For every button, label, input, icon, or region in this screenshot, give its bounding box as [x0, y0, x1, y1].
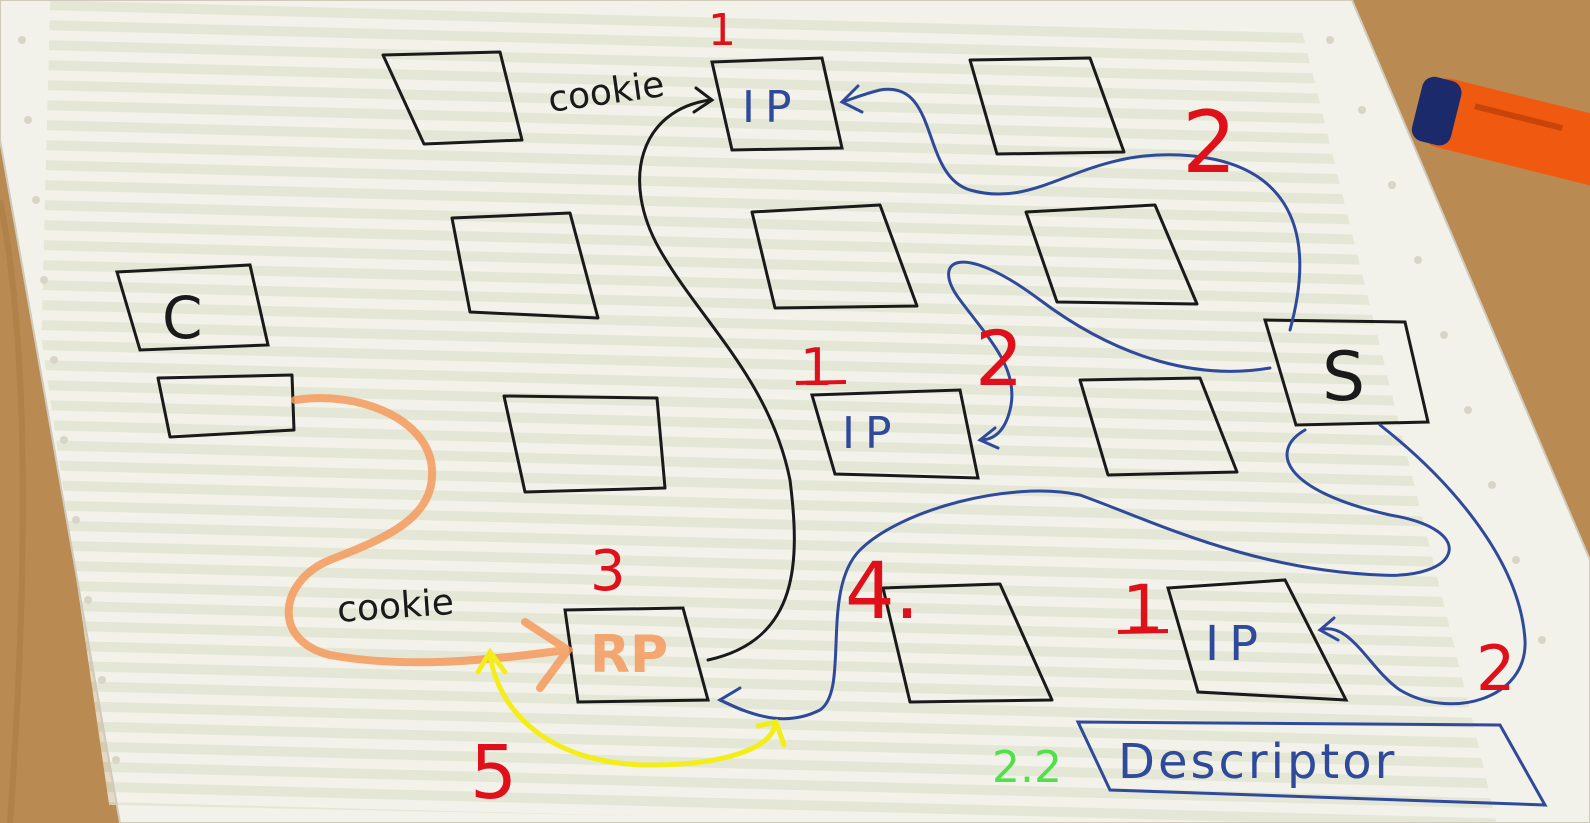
- box-descriptor: Descriptor: [1075, 720, 1548, 807]
- underline-1-bottom: [1117, 629, 1169, 634]
- box-s: S: [1262, 318, 1430, 427]
- empty-box: [381, 50, 524, 146]
- underline-1-mid: [795, 380, 847, 385]
- blue-curve-s-to-rp: [718, 428, 1451, 721]
- sprocket-holes: [18, 36, 1546, 764]
- step-number-3: 3: [590, 539, 626, 604]
- blue-arrows: [716, 84, 1527, 721]
- arrowhead: [839, 84, 864, 114]
- step-number-2-mid: 2: [975, 314, 1023, 403]
- step-number-2-top: 2: [1182, 93, 1237, 193]
- empty-boxes: [156, 50, 1239, 704]
- blue-curve-s-to-ip-mid: [947, 260, 1272, 442]
- empty-box: [450, 211, 600, 320]
- black-curve-rp-to-ip-top: [638, 98, 796, 662]
- empty-box: [1078, 376, 1239, 477]
- empty-box: [1024, 203, 1199, 306]
- arrowhead: [716, 686, 744, 712]
- highlighter-marker: [1411, 76, 1590, 186]
- box-ip-bottom-label: IP: [1205, 616, 1268, 672]
- empty-box: [750, 203, 919, 310]
- box-c-label: C: [162, 284, 203, 352]
- yellow-curve: [487, 652, 778, 768]
- step-number-4: 4.: [845, 547, 919, 637]
- box-ip-top: IP: [710, 56, 844, 152]
- arrowhead: [977, 426, 1000, 450]
- step-number-2-right: 2: [1476, 632, 1515, 705]
- box-s-label: S: [1322, 338, 1365, 417]
- arrowhead: [1317, 616, 1340, 642]
- arrowhead: [521, 618, 574, 692]
- box-ip-bottom: IP: [1166, 578, 1349, 702]
- step-number-1-top: 1: [708, 5, 736, 56]
- step-number-1-mid: 1: [800, 338, 833, 398]
- step-number-2-2: 2.2: [992, 742, 1062, 793]
- step-numbers: 1 1 1 2 2 2 3 4. 5: [470, 5, 1515, 816]
- box-ip-top-label: IP: [742, 82, 802, 133]
- box-ip-mid-label: IP: [842, 408, 902, 459]
- empty-box: [156, 373, 296, 439]
- empty-box: [881, 582, 1054, 704]
- box-c: C: [115, 263, 270, 352]
- wood-grain: [0, 199, 26, 823]
- box-descriptor-label: Descriptor: [1118, 734, 1397, 790]
- box-ip-mid: IP: [810, 388, 980, 480]
- step-number-5: 5: [470, 730, 517, 816]
- empty-box: [968, 56, 1126, 156]
- arrowhead: [755, 719, 787, 748]
- arrowhead: [475, 647, 508, 675]
- orange-arrow: [284, 394, 574, 692]
- empty-box: [502, 394, 667, 494]
- black-arrows: [638, 86, 796, 662]
- box-rp-label: RP: [590, 625, 668, 685]
- cookie-label-bottom: cookie: [336, 582, 455, 631]
- box-rp: RP: [563, 606, 710, 704]
- blue-curve-s-to-ip-top: [840, 87, 1302, 332]
- arrowhead: [692, 86, 715, 114]
- blue-curve-s-to-ip-bottom: [1318, 423, 1527, 706]
- orange-curve-to-rp: [284, 394, 569, 667]
- step-number-1-bottom: 1: [1122, 571, 1164, 648]
- yellow-arrow: [475, 647, 787, 768]
